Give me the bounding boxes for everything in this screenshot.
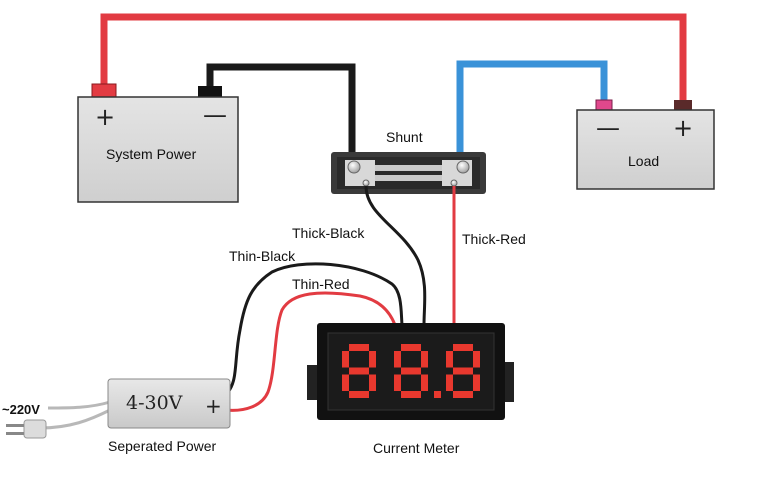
- separated-power-label: Seperated Power: [108, 438, 217, 454]
- display-segment: [369, 374, 376, 391]
- display-segment: [421, 374, 428, 391]
- display-segment: [349, 391, 369, 398]
- display-segment: [394, 351, 401, 368]
- display-segment: [349, 367, 369, 375]
- system-power-label: System Power: [106, 146, 197, 162]
- display-segment: [349, 344, 369, 351]
- display-segment: [369, 351, 376, 368]
- display-segment: [453, 344, 473, 351]
- system-plus-sign: +: [95, 103, 116, 131]
- main-positive-wire: [100, 13, 687, 102]
- thin-red-label: Thin-Red: [292, 276, 350, 292]
- ac-input-label: ~220V: [2, 402, 40, 417]
- display-decimal-point: [434, 391, 441, 398]
- load-label: Load: [628, 153, 660, 169]
- load-battery: [576, 99, 715, 190]
- thin-red-wire: [224, 291, 397, 412]
- display-segment: [453, 367, 473, 375]
- display-segment: [473, 351, 480, 368]
- load-minus-sign: —: [596, 114, 620, 142]
- power-plug: [6, 419, 47, 439]
- display-segment: [342, 374, 349, 391]
- system-minus-sign: —: [203, 101, 227, 129]
- thin-black-wire: [226, 262, 404, 393]
- current-meter-label: Current Meter: [373, 440, 460, 456]
- psu-voltage-label: 4-30V: [126, 392, 183, 414]
- psu-plus-sign: +: [205, 394, 222, 418]
- display-segment: [446, 351, 453, 368]
- display-segment: [401, 391, 421, 398]
- display-segment: [394, 374, 401, 391]
- system-negative-wire: [206, 63, 356, 155]
- shunt-label: Shunt: [386, 129, 423, 145]
- system-power-battery: [77, 83, 239, 203]
- display-segment: [453, 391, 473, 398]
- load-plus-sign: +: [673, 114, 694, 142]
- display-segment: [473, 374, 480, 391]
- display-segment: [342, 351, 349, 368]
- display-segment: [421, 351, 428, 368]
- meter-display: [342, 344, 480, 398]
- display-segment: [446, 374, 453, 391]
- display-segment: [401, 367, 421, 375]
- separated-power-supply: [39, 378, 231, 430]
- load-negative-wire: [456, 60, 608, 155]
- thin-black-label: Thin-Black: [229, 248, 296, 264]
- thick-red-label: Thick-Red: [462, 231, 526, 247]
- display-segment: [401, 344, 421, 351]
- thick-black-wire: [364, 185, 427, 326]
- shunt-body: [331, 152, 486, 194]
- thick-black-label: Thick-Black: [292, 225, 365, 241]
